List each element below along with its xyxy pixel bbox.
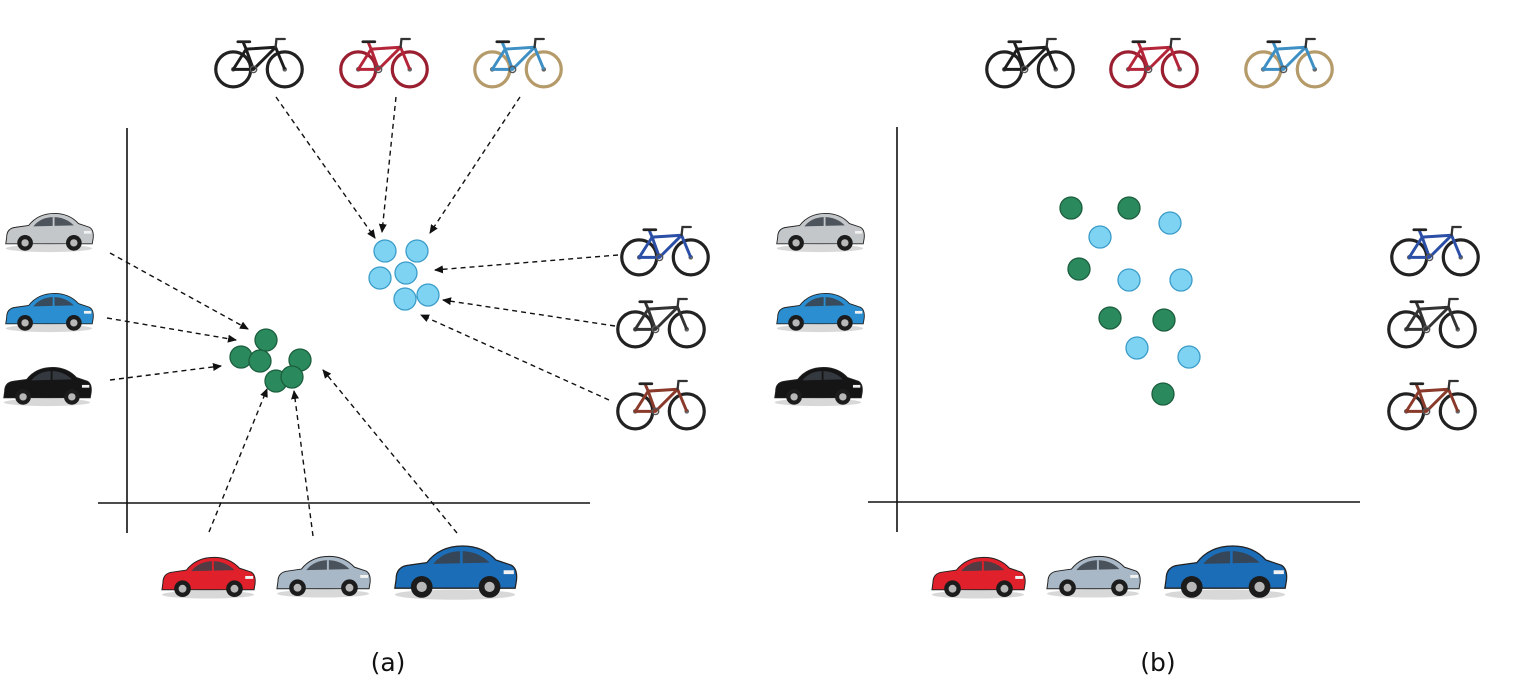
panel-a-arrow-car-bottom-3	[322, 369, 458, 534]
panel-b-bicycle-point-5	[1125, 336, 1149, 360]
panel-a-bicycle-point-4	[368, 266, 392, 290]
panel-b-bicycle-point-4	[1169, 268, 1193, 292]
panel-b-bicycle-icon-right-3	[1387, 379, 1477, 431]
panel-a-bicycle-icon-top-2	[339, 37, 429, 89]
panel-a-arrow-bike-right-1	[434, 254, 619, 274]
panel-a-car-icon-left-3	[3, 366, 92, 407]
panel-a-bicycle-icon-top-3	[473, 37, 563, 89]
panel-b-car-point-3	[1067, 257, 1091, 281]
panel-a-bicycle-point-6	[393, 287, 417, 311]
panel-a-car-icon-bottom-3	[394, 545, 518, 600]
panel-a-arrow-bike-right-2	[442, 297, 616, 327]
panel-a-car-icon-bottom-2	[276, 555, 371, 598]
panel-a-bicycle-icon-right-3	[616, 379, 706, 431]
panel-a-car-point-2	[229, 345, 253, 369]
panel-b-bicycle-icon-right-2	[1387, 297, 1477, 349]
panel-b-car-point-6	[1151, 382, 1175, 406]
panel-b-car-point-5	[1152, 308, 1176, 332]
panel-a-car-icon-bottom-1	[161, 556, 256, 599]
panel-a-arrow-car-bottom-1	[208, 388, 268, 533]
panel-a-arrow-bike-top-1	[275, 96, 376, 239]
panel-b-bicycle-point-3	[1117, 268, 1141, 292]
panel-a-arrow-car-left-3	[109, 363, 222, 381]
panel-b-bicycle-icon-top-3	[1244, 37, 1334, 89]
panel-a-bicycle-icon-right-2	[616, 297, 706, 349]
panel-a-bicycle-point-5	[416, 283, 440, 307]
panel-a-arrow-car-left-1	[109, 252, 249, 330]
panel-a-bicycle-point-1	[373, 239, 397, 263]
panel-a-caption: (a)	[370, 648, 406, 677]
panel-b-bicycle-icon-top-1	[985, 37, 1075, 89]
panel-a-car-icon-left-1	[5, 212, 94, 253]
panel-b-car-icon-bottom-2	[1046, 555, 1141, 598]
panel-a-car-icon-left-2	[5, 292, 94, 333]
panel-a-bicycle-icon-right-1	[620, 225, 710, 277]
panel-a-bicycle-point-3	[394, 261, 418, 285]
panel-a-bicycle-icon-top-1	[214, 37, 304, 89]
panel-b-car-point-2	[1117, 196, 1141, 220]
panel-b-bicycle-icon-right-1	[1390, 225, 1480, 277]
panel-b-car-point-1	[1059, 196, 1083, 220]
panel-a-arrow-bike-right-3	[420, 314, 610, 401]
panel-b-car-icon-bottom-1	[931, 556, 1026, 599]
panel-a-arrow-car-left-2	[106, 317, 237, 343]
panel-b-car-icon-left-3	[774, 366, 863, 407]
panel-b-bicycle-point-6	[1177, 345, 1201, 369]
panel-b-car-icon-left-1	[776, 212, 865, 253]
panel-b-car-point-4	[1098, 306, 1122, 330]
panel-a-arrow-bike-top-3	[429, 96, 521, 234]
panel-b-caption: (b)	[1140, 648, 1176, 677]
panel-a-car-point-1	[254, 328, 278, 352]
panel-a-car-point-3	[248, 349, 272, 373]
panel-a-arrow-bike-top-2	[378, 96, 397, 233]
panel-a-car-point-6	[280, 365, 304, 389]
panel-b-bicycle-icon-top-2	[1109, 37, 1199, 89]
panel-b-bicycle-point-1	[1088, 225, 1112, 249]
panel-b-car-icon-bottom-3	[1164, 545, 1288, 600]
panel-a-bicycle-point-2	[405, 239, 429, 263]
panel-b-bicycle-point-2	[1158, 211, 1182, 235]
panel-b-car-icon-left-2	[776, 292, 865, 333]
panel-a-arrow-car-bottom-2	[291, 390, 314, 537]
